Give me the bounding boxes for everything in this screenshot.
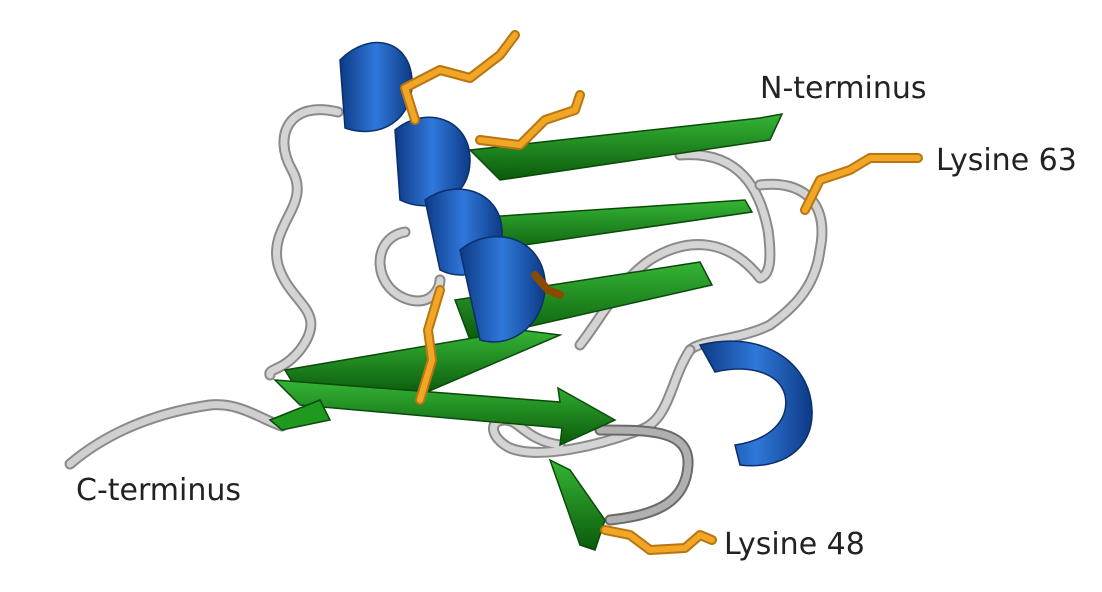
alpha-helix-short	[698, 340, 813, 467]
strand-1	[468, 113, 784, 181]
lysine-63-label: Lysine 63	[936, 143, 1077, 178]
strand-7	[268, 399, 332, 431]
beta-strands	[268, 113, 784, 551]
lysine-side-chains	[400, 30, 923, 555]
lysine-48-label: Lysine 48	[724, 527, 865, 562]
alpha-helix-main	[339, 41, 546, 343]
n-terminus-label: N-terminus	[760, 71, 927, 106]
side-chain-small	[531, 271, 564, 299]
c-terminus-label: C-terminus	[76, 473, 242, 508]
coil-segments	[64, 104, 828, 526]
strand-6	[548, 458, 606, 551]
strand-5-arrow	[273, 379, 617, 447]
